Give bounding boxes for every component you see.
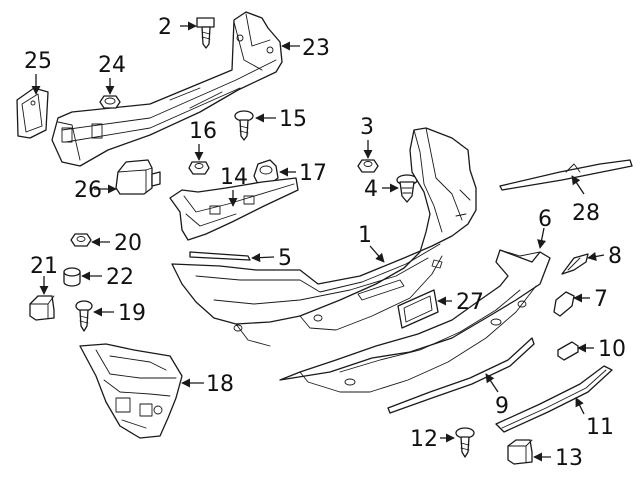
upper-trim-moulding[interactable] [499,159,633,191]
leader-lines [31,21,605,462]
sensor-module[interactable] [115,159,161,195]
lower-trim-strip[interactable] [387,337,535,414]
callout-19: 19 [118,301,146,326]
callout-11: 11 [586,415,614,440]
callout-22: 22 [106,265,134,290]
callout-17: 17 [299,161,327,186]
callout-24: 24 [98,53,126,78]
nut-24[interactable] [99,95,121,109]
side-sill-strip[interactable] [495,365,613,433]
callout-1: 1 [358,223,372,248]
callout-20: 20 [114,231,142,256]
callout-28: 28 [572,201,600,226]
bushing-22[interactable] [63,267,81,287]
nut-20[interactable] [70,233,92,247]
callout-labels: 2 23 25 24 26 16 15 17 14 3 4 5 1 6 8 7 … [24,15,626,471]
callout-8: 8 [608,244,622,269]
callout-18: 18 [206,372,234,397]
callout-2: 2 [158,15,172,40]
nut-3[interactable] [357,159,379,173]
callout-3: 3 [360,115,374,140]
callout-7: 7 [594,287,608,312]
callout-25: 25 [24,49,52,74]
push-clip-4[interactable] [396,174,418,203]
screw-19[interactable] [75,300,93,332]
callout-26: 26 [74,178,102,203]
clip-10[interactable] [557,341,579,361]
screw-15[interactable] [234,110,254,141]
callout-4: 4 [364,177,378,202]
reflector-7[interactable] [553,291,575,317]
callout-5: 5 [278,246,292,271]
callout-13: 13 [555,446,583,471]
trim-piece-8[interactable] [561,253,589,275]
bumper-cover[interactable] [171,127,477,347]
screw-12[interactable] [455,427,475,458]
callout-16: 16 [189,119,217,144]
rubber-block-13[interactable] [507,439,533,465]
side-bracket[interactable] [169,177,299,241]
license-plate-bracket[interactable] [397,289,439,329]
callout-10: 10 [598,337,626,362]
corner-bracket-18[interactable] [79,343,183,439]
rubber-block-21[interactable] [29,295,55,321]
seal-strip[interactable] [189,251,251,261]
callout-14: 14 [220,165,248,190]
callout-21: 21 [30,254,58,279]
callout-15: 15 [279,107,307,132]
callout-23: 23 [302,36,330,61]
callout-9: 9 [495,394,509,419]
callout-6: 6 [538,207,552,232]
clip-nut-16[interactable] [188,161,210,175]
callout-12: 12 [410,427,438,452]
callout-27: 27 [456,290,484,315]
lower-diffuser-cover[interactable] [279,249,551,393]
mounting-plate[interactable] [16,87,49,139]
bumper-reinforcement-bar[interactable] [51,11,283,167]
bolt-2[interactable] [196,17,215,49]
